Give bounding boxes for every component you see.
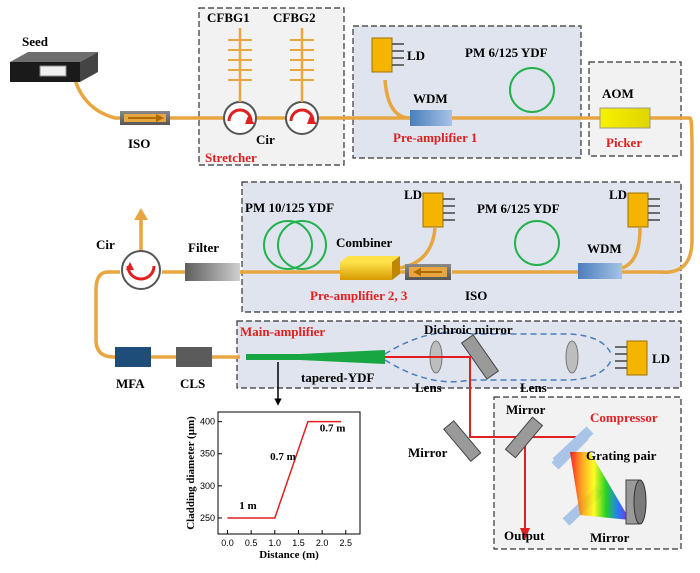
label-seed: Seed — [22, 34, 49, 49]
label-cls: CLS — [180, 376, 205, 391]
label-cir-2: Cir — [96, 237, 115, 252]
chart-frame — [217, 411, 361, 535]
fiber-coil-3-icon — [514, 220, 560, 266]
laser-diode-3-icon — [627, 192, 660, 228]
preamp23-box — [241, 181, 682, 313]
cls-icon — [176, 347, 212, 367]
x-axis-label: Distance (m) — [259, 549, 319, 561]
label-lens-2: Lens — [520, 380, 547, 395]
seed-laser-icon — [10, 52, 98, 82]
series-line — [227, 420, 342, 519]
y-tick-label: 350 — [200, 449, 215, 459]
x-tick-label: 1.5 — [292, 538, 305, 548]
label-output: Output — [504, 528, 545, 543]
y-tick-label: 250 — [200, 513, 215, 523]
output-arrow-icon — [520, 528, 530, 540]
up-arrow-icon — [134, 208, 148, 220]
dichroic-mirror-icon — [460, 334, 500, 380]
label-pm-ydf-1: PM 6/125 YDF — [465, 45, 548, 60]
label-main-amp: Main-amplifier — [240, 324, 325, 339]
label-lens-1: Lens — [415, 380, 442, 395]
label-mfa: MFA — [116, 376, 145, 391]
fiber-coil-2-icon — [263, 220, 327, 270]
label-preamp-1: Pre-amplifier 1 — [393, 130, 477, 145]
label-ld-4: LD — [652, 351, 670, 366]
chart-annotation: 0.7 m — [270, 451, 296, 463]
combiner-icon — [340, 256, 400, 280]
y-tick-label: 300 — [200, 481, 215, 491]
label-grating-pair: Grating pair — [586, 448, 657, 463]
y-tick-label: 400 — [200, 417, 215, 427]
filter-icon — [185, 263, 240, 281]
label-pm-ydf-3: PM 6/125 YDF — [477, 201, 560, 216]
wdm-2-icon — [578, 263, 622, 279]
label-mirror-3: Mirror — [590, 530, 630, 545]
label-pm-ydf-2: PM 10/125 YDF — [245, 200, 334, 215]
label-preamp-23: Pre-amplifier 2, 3 — [310, 288, 408, 303]
laser-diode-2-icon — [422, 192, 455, 228]
label-cfbg1: CFBG1 — [207, 10, 250, 25]
wdm-1-icon — [410, 110, 452, 126]
label-cir-1: Cir — [256, 132, 275, 147]
laser-diode-1-icon — [371, 37, 404, 73]
chart-annotation: 1 m — [239, 500, 256, 512]
label-ld-1: LD — [407, 48, 425, 63]
mirror-2-icon — [504, 416, 544, 459]
label-wdm-2: WDM — [587, 241, 622, 256]
circulator-2-icon — [285, 28, 319, 135]
label-wdm-1: WDM — [413, 91, 448, 106]
label-mirror-2: Mirror — [506, 402, 546, 417]
label-ld-3: LD — [609, 187, 627, 202]
isolator-1-icon — [120, 111, 170, 125]
label-cfbg2: CFBG2 — [273, 10, 316, 25]
label-aom: AOM — [602, 86, 634, 101]
stretcher-box — [198, 7, 345, 166]
label-dichroic: Dichroic mirror — [424, 322, 513, 337]
x-tick-label: 2.5 — [340, 538, 353, 548]
chart-annotation: 0.7 m — [320, 422, 346, 434]
circulator-3-icon — [121, 250, 161, 290]
lens-2-icon — [565, 340, 579, 374]
label-combiner: Combiner — [336, 235, 393, 250]
tapered-ydf-icon — [246, 350, 385, 364]
x-tick-label: 0.5 — [245, 538, 258, 548]
label-compressor: Compressor — [590, 410, 658, 425]
circulator-1-icon — [223, 28, 257, 135]
label-filter: Filter — [188, 240, 219, 255]
mirror-3-icon — [625, 479, 647, 525]
main-amp-box — [236, 320, 682, 389]
mfa-icon — [115, 347, 151, 367]
label-iso-2: ISO — [465, 288, 487, 303]
pump-beam — [384, 331, 613, 383]
label-iso-1: ISO — [128, 136, 150, 151]
output-beam — [385, 356, 580, 530]
label-tapered-ydf: tapered-YDF — [301, 370, 374, 385]
label-stretcher: Stretcher — [205, 150, 257, 165]
y-axis-label: Cladding diameter (μm) — [185, 416, 197, 530]
label-mirror-1: Mirror — [408, 445, 448, 460]
mirror-1-icon — [443, 420, 482, 463]
x-tick-label: 1.0 — [269, 538, 282, 548]
aom-icon — [599, 107, 651, 129]
isolator-2-icon — [405, 264, 451, 280]
grating-pair-icon — [551, 426, 630, 526]
laser-diode-4-icon — [615, 340, 648, 376]
label-ld-2: LD — [404, 187, 422, 202]
label-picker: Picker — [606, 135, 642, 150]
fiber-coil-1-icon — [509, 67, 555, 113]
x-tick-label: 0.0 — [221, 538, 234, 548]
x-tick-label: 2.0 — [316, 538, 329, 548]
